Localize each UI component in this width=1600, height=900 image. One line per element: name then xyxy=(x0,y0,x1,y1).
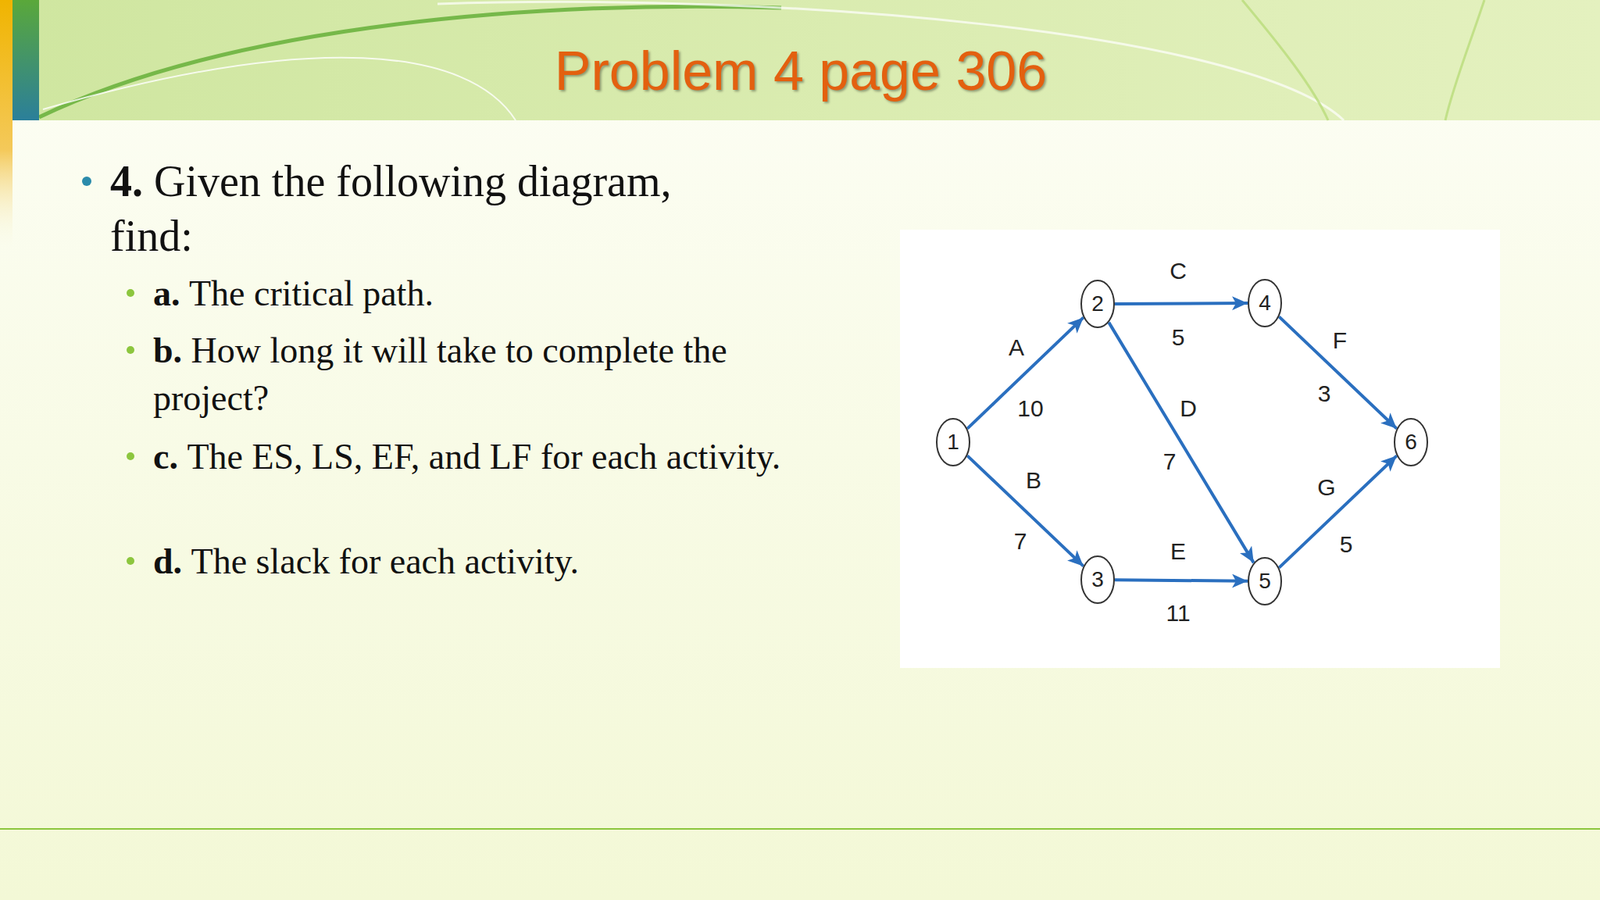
item-number: b. xyxy=(153,330,183,371)
bullet-dot xyxy=(126,346,135,354)
item-text: The slack for each activity. xyxy=(191,541,579,582)
activity-label: B xyxy=(1024,467,1043,493)
event-node: 4 xyxy=(1246,278,1283,329)
activity-arrow xyxy=(1108,322,1254,564)
item-number: d. xyxy=(153,541,183,582)
slide-title: Problem 4 page 306 xyxy=(554,39,1047,103)
diagram-panel xyxy=(900,229,1500,668)
node-number: 2 xyxy=(1079,278,1116,315)
accent-block xyxy=(12,0,40,121)
event-node: 1 xyxy=(935,417,972,468)
node-number: 1 xyxy=(935,417,972,454)
bullet-item: 4.Given the following diagram, find: xyxy=(110,153,736,264)
activity-arrow xyxy=(967,317,1084,429)
bullet-dot xyxy=(126,557,135,565)
item-number: a. xyxy=(153,273,181,314)
activity-arrow xyxy=(967,455,1084,566)
bullet-item: a.The critical path. xyxy=(153,269,833,318)
activity-arrow xyxy=(1278,455,1397,568)
activity-arrow xyxy=(1278,316,1397,429)
activity-label: G xyxy=(1315,474,1337,500)
node-number: 3 xyxy=(1079,554,1116,591)
node-number: 6 xyxy=(1392,417,1429,454)
duration-label: 3 xyxy=(1316,380,1333,407)
title-band xyxy=(12,0,1600,121)
bullet-dot xyxy=(82,176,92,186)
activity-label: E xyxy=(1168,538,1188,565)
activity-label: F xyxy=(1331,327,1349,354)
event-node: 6 xyxy=(1392,417,1429,468)
event-node: 3 xyxy=(1079,554,1116,605)
duration-label: 5 xyxy=(1338,531,1355,558)
item-text: The critical path. xyxy=(189,273,434,314)
item-text: How long it will take to complete the pr… xyxy=(153,330,728,418)
activity-arrow xyxy=(1114,579,1248,582)
item-text: Given the following diagram, find: xyxy=(110,157,672,261)
item-number: c. xyxy=(153,436,179,477)
duration-label: 11 xyxy=(1164,600,1192,626)
duration-label: 7 xyxy=(1012,528,1029,554)
node-number: 4 xyxy=(1246,278,1283,315)
bullet-dot xyxy=(126,452,135,461)
bullet-item: d.The slack for each activity. xyxy=(153,537,833,586)
event-node: 5 xyxy=(1246,556,1283,607)
accent-stripe xyxy=(0,0,13,250)
bullet-item: b.How long it will take to complete the … xyxy=(153,326,833,422)
duration-label: 5 xyxy=(1170,324,1187,350)
activity-label: D xyxy=(1178,395,1199,422)
activity-label: C xyxy=(1167,257,1189,284)
node-number: 5 xyxy=(1246,556,1283,593)
item-number: 4. xyxy=(110,157,143,206)
footer-rule xyxy=(0,828,1600,830)
activity-label: A xyxy=(1007,334,1026,361)
event-node: 2 xyxy=(1079,278,1116,329)
bullet-dot xyxy=(126,289,135,297)
duration-label: 10 xyxy=(1015,395,1045,422)
duration-label: 7 xyxy=(1161,448,1179,475)
activity-arrow xyxy=(1114,301,1248,306)
item-text: The ES, LS, EF, and LF for each activity… xyxy=(186,436,781,477)
bullet-item: c.The ES, LS, EF, and LF for each activi… xyxy=(153,432,833,481)
